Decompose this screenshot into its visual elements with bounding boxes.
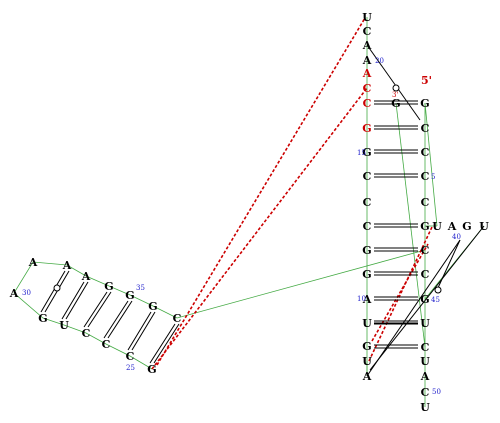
noncanonical-pair-line (369, 225, 485, 371)
nucleotide-base: C (421, 170, 430, 183)
position-number: 5 (431, 173, 435, 181)
nucleotide-base: A (62, 259, 72, 272)
nucleotide-base: U (479, 220, 489, 233)
base-pair-bond (149, 323, 176, 364)
nucleotide-base: A (362, 370, 372, 383)
backbone-layer (13, 17, 485, 407)
nucleotide-base: A (420, 370, 430, 383)
nucleotide-base: C (421, 146, 430, 159)
nucleotide-base: C (421, 196, 430, 209)
nucleotide-base: G (462, 220, 471, 233)
nucleotide-base: U (432, 220, 442, 233)
nucleotide-base: A (447, 220, 457, 233)
backbone-connector (176, 249, 426, 319)
base-pair-bond (107, 300, 133, 339)
nucleotide-base: C (421, 122, 430, 135)
nucleotide-base: C (102, 338, 111, 351)
nucleotide-base: G (391, 97, 400, 110)
noncanonical-pair-line (366, 44, 421, 121)
nucleotide-base: C (363, 82, 372, 95)
tertiary-interaction-link (151, 87, 368, 370)
tertiary-interaction-link (371, 243, 429, 342)
nucleotide-base: C (363, 196, 372, 209)
noncanonical-pair-line (436, 239, 461, 291)
nucleotide-base: U (59, 319, 69, 332)
position-number: 15 (357, 149, 366, 157)
base-pair-bond (103, 300, 129, 339)
nucleotide-base: C (421, 244, 430, 257)
base-pair-bond (40, 270, 66, 313)
nucleotide-base: C (421, 268, 430, 281)
nucleotide-base: U (420, 317, 430, 330)
nucleotide-base: C (421, 386, 430, 399)
position-number: 25 (126, 364, 135, 372)
position-number: 50 (432, 388, 441, 396)
position-number: 30 (22, 289, 31, 297)
nucleotide-base: C (173, 312, 182, 325)
nucleotide-base: A (362, 67, 372, 80)
base-pair-bond (87, 291, 112, 328)
nucleotide-base: A (362, 293, 372, 306)
nucleotide-base: C (363, 220, 372, 233)
nucleotide-base: C (363, 170, 372, 183)
nucleotide-base: U (362, 11, 372, 24)
nucleotide-base: G (38, 312, 47, 325)
nucleotide-base: A (362, 39, 372, 52)
nucleotide-base: C (126, 350, 135, 363)
nucleotide-base: U (362, 355, 372, 368)
three-prime-label: 3' (392, 91, 398, 99)
nucleotide-base: C (363, 97, 372, 110)
backbone-connector (424, 102, 438, 227)
base-pair-bond (131, 311, 156, 351)
noncanonical-pair-line (366, 239, 461, 377)
backbone-segment (13, 261, 178, 370)
nucleotide-base: G (362, 340, 371, 353)
nucleotide-base: A (9, 287, 19, 300)
nucleotide-base: A (81, 270, 91, 283)
nucleotide-base: C (421, 341, 430, 354)
position-number: 40 (452, 233, 461, 241)
five-prime-label: 5' (421, 74, 432, 87)
nucleotide-base: U (420, 355, 430, 368)
nucleotide-base: C (82, 327, 91, 340)
position-number: 20 (375, 57, 384, 65)
position-number: 10 (357, 295, 366, 303)
position-number: 45 (431, 296, 440, 304)
position-numbers-layer: 5 10 15 20 25 30 35 40 45 50 (22, 57, 461, 396)
nucleotide-base: A (362, 54, 372, 67)
base-pair-bond (153, 323, 180, 364)
base-pairs-layer (40, 44, 485, 377)
tertiary-links-layer (151, 17, 433, 370)
nucleotide-base: G (104, 280, 113, 293)
nucleotide-base: U (362, 317, 372, 330)
base-pair-bond (83, 291, 108, 328)
position-number: 35 (136, 284, 145, 292)
nucleotide-base: G (362, 268, 371, 281)
nucleotide-base: G (148, 300, 157, 313)
pair-marker-circle (434, 286, 442, 294)
nucleotide-base: A (28, 256, 38, 269)
tertiary-interaction-link (156, 17, 366, 366)
nucleotide-base: C (363, 25, 372, 38)
pair-marker-circle (392, 84, 400, 92)
pair-marker-circle (53, 284, 61, 292)
nucleotide-base: G (125, 289, 134, 302)
base-pair-bond (65, 281, 89, 320)
nucleotide-base: G (362, 122, 371, 135)
nucleotide-base: G (420, 97, 429, 110)
base-pair-bond (127, 311, 152, 351)
nucleotide-base: G (362, 146, 371, 159)
base-pair-bond (61, 281, 85, 320)
nucleotide-base: G (420, 220, 429, 233)
nucleotide-base: G (362, 244, 371, 257)
nucleotide-base: U (420, 401, 430, 414)
nucleotide-base: G (147, 363, 156, 376)
nucleotide-base: G (420, 293, 429, 306)
